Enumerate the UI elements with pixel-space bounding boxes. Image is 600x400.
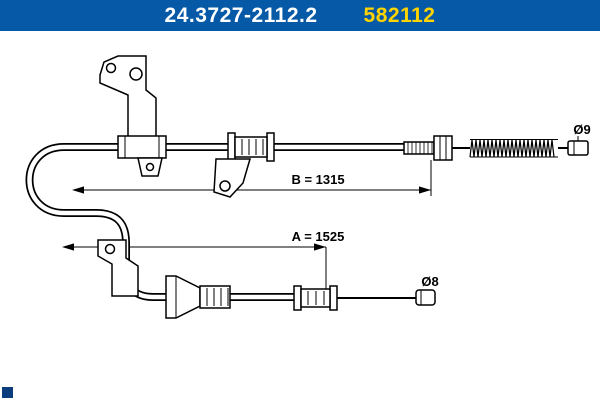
diameter-9-label: Ø9 (573, 122, 590, 137)
diameter-8-label: Ø8 (421, 274, 438, 289)
mid-sleeve-flange-right (266, 132, 275, 162)
lower-sleeve (293, 285, 338, 311)
lower-sleeve-flange-left (293, 285, 302, 311)
mid-sleeve-ribs (241, 139, 264, 155)
mid-tab-hole (219, 180, 231, 192)
end-fitting-9 (567, 140, 589, 156)
dimension-a-arrow-right (314, 243, 326, 251)
lower-bracket (97, 239, 139, 297)
mid-sleeve-body (234, 136, 268, 158)
dimension-b (72, 160, 432, 196)
dimension-b-arrow-right (419, 186, 431, 194)
lower-end (337, 289, 436, 306)
mid-sleeve (213, 132, 275, 198)
title-bar: 24.3727-2112.2 582112 (0, 0, 600, 31)
corner-logo-mark (2, 387, 13, 398)
boot (165, 275, 231, 319)
dimension-b-line (74, 160, 432, 196)
adjuster-nut-lines (439, 136, 447, 160)
mid-sleeve-flange-left (227, 132, 236, 162)
boot-ribs (206, 288, 229, 306)
top-bracket (99, 55, 167, 177)
spring-section (452, 136, 589, 158)
boot-funnel (165, 275, 201, 319)
end-fitting-8 (415, 289, 436, 306)
dimension-b-label: B = 1315 (291, 172, 344, 187)
adjuster-thread-lines (407, 142, 433, 154)
part-number: 24.3727-2112.2 (164, 3, 318, 27)
lower-bracket-plate (97, 239, 139, 297)
dimension-a-arrow-left (62, 243, 74, 251)
coil-spring-edges (470, 139, 558, 158)
lower-sleeve-flange-right (329, 285, 338, 311)
mid-tab (213, 158, 251, 198)
lower-sleeve-ribs (307, 291, 325, 305)
reference-number: 582112 (363, 3, 436, 27)
top-bracket-tab-hole (145, 162, 155, 172)
adjuster-nut (433, 135, 453, 161)
top-bracket-hole-small (105, 62, 117, 74)
lower-bracket-hole (104, 243, 116, 255)
coil-spring (469, 139, 555, 158)
top-bracket-hole-large (129, 67, 143, 81)
adjuster (403, 135, 453, 161)
boot-cylinder (199, 285, 231, 309)
top-bracket-clamp-lines (124, 136, 160, 158)
dimension-a-label: A = 1525 (292, 229, 345, 244)
dimension-b-arrow-left (72, 186, 84, 194)
adjuster-thread (403, 141, 435, 155)
